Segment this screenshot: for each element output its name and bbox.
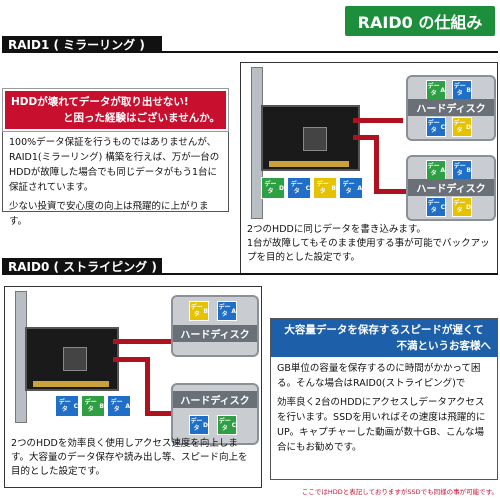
raid0-cable-bottom-b [145,357,150,415]
raid0-hdd1-label: ハードディスク [173,325,257,342]
raid1-hdd1-label: ハードディスク [408,99,494,116]
raid0-divider [2,273,498,275]
raid1-cable-bottom-a [353,135,377,140]
raid0-cable-bottom-a [113,357,149,362]
raid0-section-header: RAID0 ( ストライピング ) [2,258,162,274]
raid1-divider [2,51,498,53]
raid0-raid-card [25,327,119,391]
raid1-caption: 2つのHDDに同じデータを書き込みます。 1台が故障してもそのまま使用する事が可… [247,223,491,265]
raid1-cable-top [353,118,403,123]
raid0-section-label: RAID0 ( ストライピング ) [2,258,162,274]
page-title: RAID0 の仕組み [345,6,495,36]
raid1-card-connector-icon [269,161,349,167]
raid0-callout-body2: 効率良く2台のHDDにアクセスしデータアクセスを行います。SSDを用いればその速… [277,397,486,453]
raid1-callout-head-line2: と困った経験はございませんか。 [63,112,220,124]
raid0-callout: 大容量データを保存するスピードが遅くて 不満というお客様へ GB単位の容量を保存… [270,318,498,480]
raid1-raid-card [261,105,360,171]
raid1-callout: HDDが壊れてデータが取り出せない! と困った経験はございませんか。 100%デ… [2,88,229,227]
raid0-hdd2-label: ハードディスク [173,391,257,408]
raid0-callout-head-line1: 大容量データを保存するスピードが遅くて [284,324,484,336]
raid0-callout-head: 大容量データを保存するスピードが遅くて 不満というお客様へ [271,319,497,357]
raid0-cable-top [113,339,171,344]
raid1-callout-head: HDDが壊れてデータが取り出せない! と困った経験はございませんか。 [3,89,228,131]
raid1-callout-head-line1: HDDが壊れてデータが取り出せない! [11,96,189,108]
raid1-section-header: RAID1 ( ミラーリング ) [2,36,162,52]
raid1-cable-bottom-c [374,189,406,194]
raid1-callout-body: 100%データ保証を行うものではありませんが、RAID1(ミラーリング) 構築を… [9,137,220,193]
raid1-caption-line1: 2つのHDDに同じデータを書き込みます。 [247,224,426,235]
raid1-callout-body2: 少ない投資で安心度の向上は飛躍的に上がります。 [9,201,209,227]
raid1-cable-bottom-b [374,135,379,193]
raid0-caption: 2つのHDDを効率良く使用しアクセス速度を向上します。大容量のデータ保存や読み出… [11,438,248,477]
raid0-card-connector-icon [33,381,109,387]
raid1-caption-line2: 1台が故障してもそのまま使用する事が可能でバックアップを目的とした設定です。 [247,238,490,263]
raid0-callout-body: GB単位の容量を保存するのに時間がかかって困る。そんな場合はRAID0(ストライ… [277,363,481,389]
raid0-cable-bottom-c [145,411,171,416]
raid0-card-chip-icon [63,347,87,371]
raid0-footnote: ここではHDDと表記しておりますがSSDでも同様の事が可能です。 [301,488,498,496]
raid0-callout-head-line2: 不満というお客様へ [396,340,492,352]
raid1-section-label: RAID1 ( ミラーリング ) [2,36,162,52]
raid1-hdd2-label: ハードディスク [408,179,494,196]
raid1-card-chip-icon [303,127,327,151]
